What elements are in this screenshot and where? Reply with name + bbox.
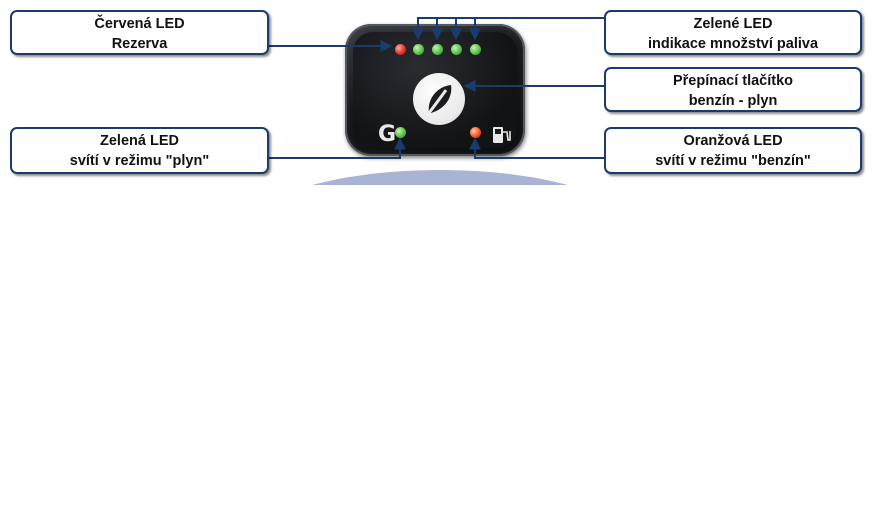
callout-red-led: Červená LED Rezerva — [10, 10, 269, 55]
callout-description: indikace množství paliva — [647, 36, 819, 52]
callout-switch-button: Přepínací tlačítko benzín - plyn — [604, 67, 862, 112]
logo-icon — [427, 85, 452, 114]
lpg-switch-device: G — [345, 24, 525, 156]
fuel-pump-icon — [493, 127, 511, 143]
callout-description: svítí v režimu "benzín" — [655, 153, 811, 169]
callout-description: Rezerva — [111, 36, 168, 52]
callout-title: Oranžová LED — [683, 133, 783, 149]
background-dome — [240, 170, 640, 185]
callout-title: Přepínací tlačítko — [672, 73, 794, 89]
green-gas-mode-led — [395, 127, 406, 138]
callout-green-leds: Zelené LED indikace množství paliva — [604, 10, 862, 55]
callout-title: Červená LED — [94, 16, 185, 32]
green-fuel-led-2 — [432, 44, 443, 55]
red-reserve-led — [395, 44, 406, 55]
green-fuel-led-3 — [451, 44, 462, 55]
callout-description: svítí v režimu "plyn" — [69, 153, 210, 169]
device-face: G — [353, 32, 517, 148]
switch-button[interactable] — [413, 73, 465, 125]
gas-mode-label: G — [378, 122, 397, 147]
green-fuel-led-1 — [413, 44, 424, 55]
callout-title: Zelené LED — [693, 16, 773, 32]
callout-gas-led: Zelená LED svítí v režimu "plyn" — [10, 127, 269, 174]
callout-title: Zelená LED — [100, 133, 179, 149]
callout-description: benzín - plyn — [688, 93, 778, 109]
callout-petrol-led: Oranžová LED svítí v režimu "benzín" — [604, 127, 862, 174]
green-fuel-led-4 — [470, 44, 481, 55]
orange-petrol-mode-led — [470, 127, 481, 138]
